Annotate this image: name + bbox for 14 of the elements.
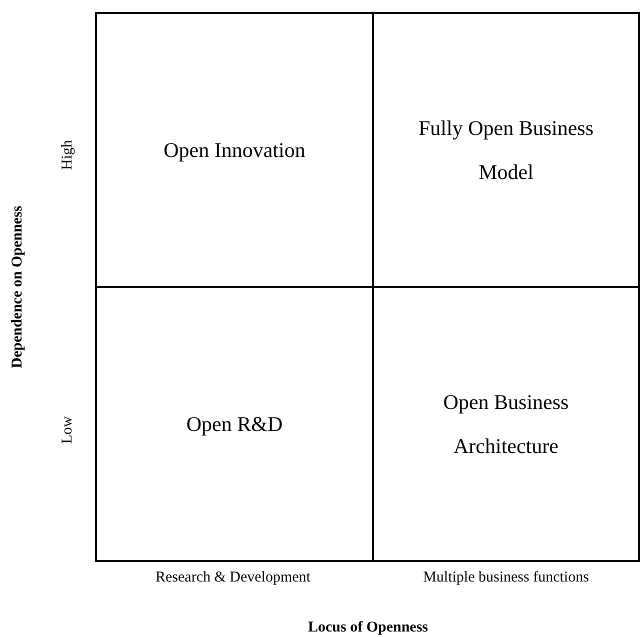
axis-tick-label: High	[60, 140, 76, 170]
axis-tick-label: Multiple business functions	[423, 570, 589, 586]
matrix-cell	[95, 286, 374, 562]
matrix-cell	[372, 12, 640, 288]
quadrant-label: Fully Open Business Model	[417, 115, 594, 186]
axis-title: Dependence on Openness	[10, 206, 26, 368]
quadrant-label: Open Innovation	[164, 137, 306, 164]
quadrant-label: Open Business Architecture	[442, 389, 570, 460]
quadrant-label: Open R&D	[186, 411, 283, 438]
axis-tick-label: Low	[60, 416, 76, 444]
matrix-cell	[372, 286, 640, 562]
axis-tick-label: Research & Development	[156, 570, 310, 586]
axis-title: Locus of Openness	[308, 620, 428, 636]
matrix-cell	[95, 12, 374, 288]
